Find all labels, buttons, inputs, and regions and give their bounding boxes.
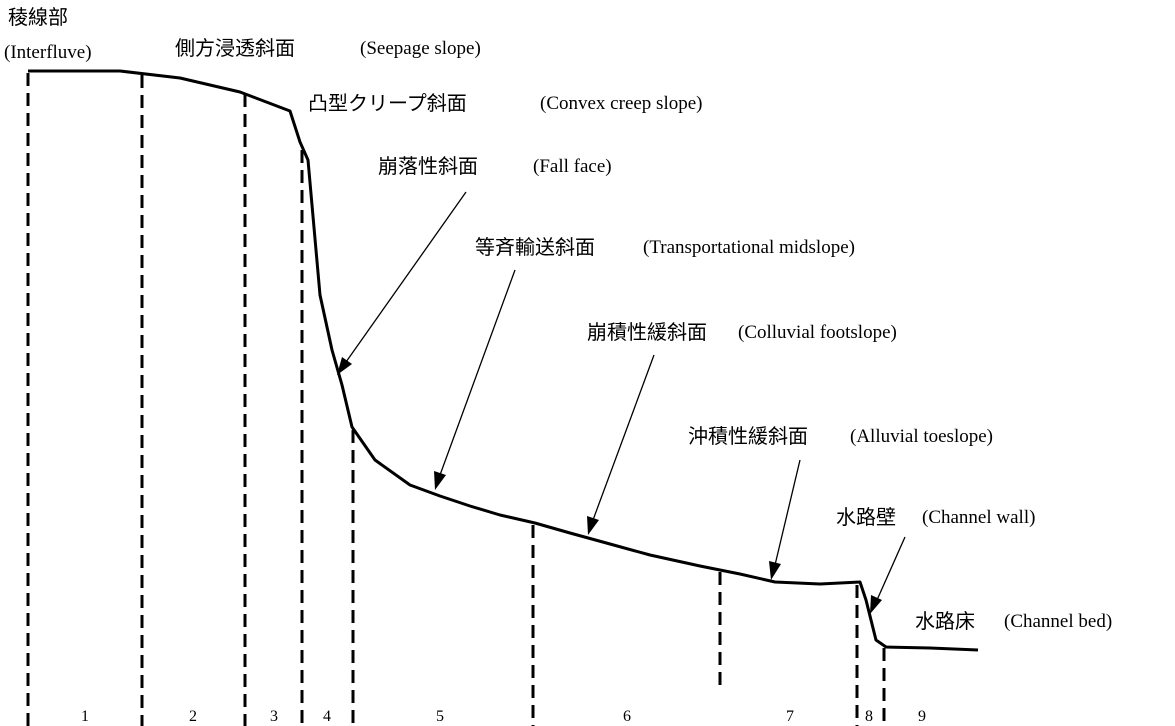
channel-bed-label-en: (Channel bed) xyxy=(1004,611,1112,632)
channel-wall-arrow xyxy=(870,536,906,614)
transport-label-en: (Transportational midslope) xyxy=(643,237,855,258)
channel-wall-label-jp: 水路壁 xyxy=(836,505,896,529)
seepage-label-jp: 側方浸透斜面 xyxy=(175,36,295,60)
colluvial-label-en: (Colluvial footslope) xyxy=(738,322,897,343)
segment-number-8: 8 xyxy=(865,708,873,725)
segment-number-4: 4 xyxy=(323,708,331,725)
fall-label-en: (Fall face) xyxy=(533,156,612,177)
fall-arrow xyxy=(337,191,467,375)
colluvial-label-jp: 崩積性緩斜面 xyxy=(587,320,707,344)
colluvial-arrow xyxy=(587,354,655,535)
interfluve-label-jp: 稜線部 xyxy=(8,5,68,29)
convex-label-en: (Convex creep slope) xyxy=(540,93,703,114)
segment-number-3: 3 xyxy=(270,708,278,725)
alluvial-label-en: (Alluvial toeslope) xyxy=(850,426,993,447)
transport-arrow xyxy=(434,269,516,490)
segment-number-2: 2 xyxy=(189,708,197,725)
segment-number-1: 1 xyxy=(81,708,89,725)
channel-wall-label-en: (Channel wall) xyxy=(922,507,1035,528)
segment-number-6: 6 xyxy=(623,708,631,725)
segment-number-7: 7 xyxy=(786,708,794,725)
segment-number-5: 5 xyxy=(436,708,444,725)
interfluve-label-en: (Interfluve) xyxy=(4,42,92,63)
convex-label-jp: 凸型クリープ斜面 xyxy=(308,91,467,115)
fall-label-jp: 崩落性斜面 xyxy=(378,154,478,178)
segment-number-9: 9 xyxy=(918,708,926,725)
seepage-label-en: (Seepage slope) xyxy=(360,38,481,59)
slope-profile-line xyxy=(28,69,979,652)
channel-bed-label-jp: 水路床 xyxy=(915,609,975,633)
alluvial-arrow xyxy=(769,459,801,580)
transport-label-jp: 等斉輸送斜面 xyxy=(475,235,595,259)
alluvial-label-jp: 沖積性緩斜面 xyxy=(688,424,808,448)
